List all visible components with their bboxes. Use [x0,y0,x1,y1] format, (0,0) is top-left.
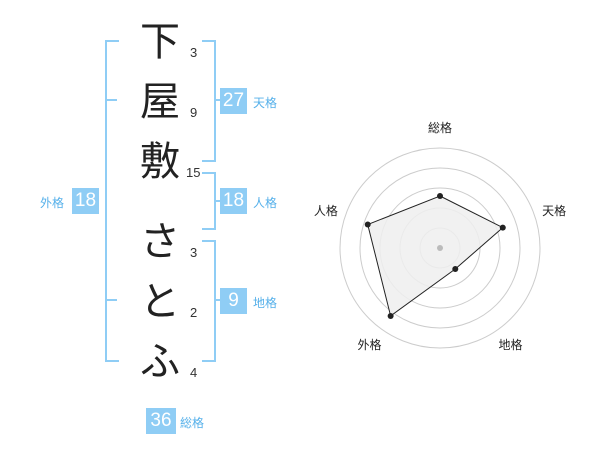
stroke-count: 2 [190,305,198,320]
gaikaku-label: 外格 [40,196,65,210]
radar-data-point [364,221,371,228]
chikaku-bracket [202,240,216,362]
stroke-count: 3 [190,45,198,60]
radar-center-dot [437,245,443,251]
name-char: 下 [140,19,180,65]
chikaku-value: 9 [220,288,247,314]
radar-axis-label: 地格 [499,337,523,352]
name-char: さ [140,219,180,265]
radar-data-point [437,193,443,199]
stroke-count: 3 [190,245,198,260]
gaikaku-bracket [105,40,119,362]
stroke-count: 4 [190,365,198,380]
jinkaku-tick [214,200,222,202]
radar-grid-ring [359,167,521,329]
stroke-count: 15 [186,165,201,180]
name-char: ふ [140,339,180,385]
radar-data-point [499,224,506,231]
gaikaku-tick-lower [105,299,117,301]
soukaku-value: 36 [146,408,176,434]
tenkaku-bracket [202,40,216,162]
tenkaku-value: 27 [220,88,247,114]
radar-data-point [452,266,459,273]
gaikaku-tick-upper [105,99,117,101]
name-char: と [140,279,180,325]
jinkaku-value: 18 [220,188,247,214]
gaikaku-value: 18 [72,188,99,214]
radar-axis-label: 外格 [357,337,381,352]
chikaku-tick [214,299,222,301]
stroke-count: 9 [190,105,198,120]
name-char: 敷 [140,139,180,185]
name-char: 屋 [140,79,180,125]
soukaku-label: 総格 [180,416,205,430]
tenkaku-label: 天格 [253,96,278,110]
radar-axis-label: 総格 [428,120,452,135]
radar-axis-label: 人格 [314,203,338,218]
chikaku-label: 地格 [253,296,278,310]
radar-grid-ring [339,147,541,349]
tenkaku-tick [214,99,222,101]
radar-series-polygon [367,195,504,317]
radar-axis-label: 天格 [542,203,566,218]
radar-data-point [387,312,394,319]
jinkaku-label: 人格 [253,196,278,210]
